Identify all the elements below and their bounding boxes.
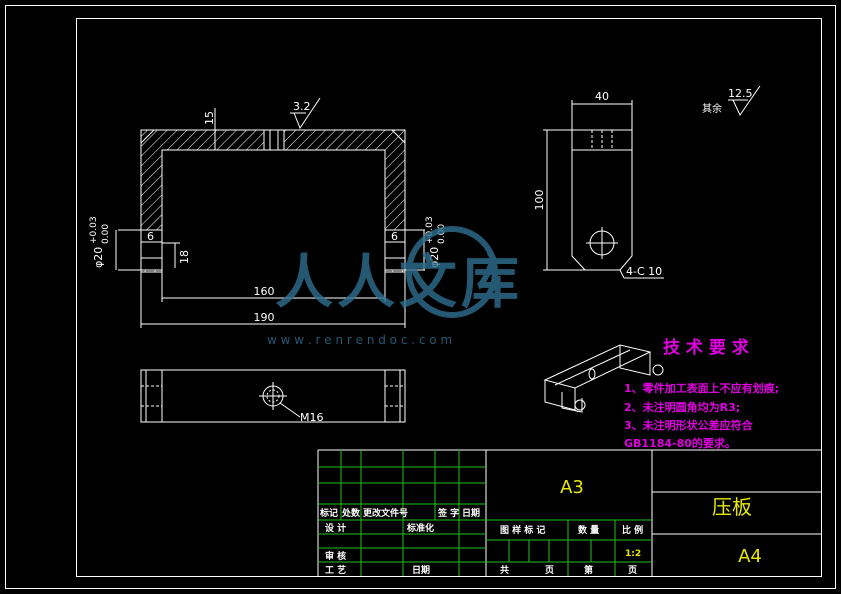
tech-req-item-3: 3、未注明形状公差应符合 [624,418,754,432]
dim-thread: M16 [300,411,324,424]
tb-label-change-doc: 更改文件号 [363,507,408,519]
tb-label-page: 页 [545,565,554,576]
tb-label-standardize: 标准化 [406,522,434,534]
outer-border [5,5,836,589]
tb-label-process: 工 艺 [325,564,346,576]
dim-tol-lower-right: 0.00 [437,224,447,244]
tb-material: A3 [560,477,584,498]
front-view: 15 3.2 160 190 φ20 +0.03 0.00 6 18 φ20 +… [89,97,447,328]
dim-tol-lower-left: 0.00 [101,224,111,244]
tb-label-date2: 日期 [412,564,430,576]
top-view: M16 [140,369,406,424]
title-block: A3 压板 A4 1:2 标记 处数 更改文件号 签 字 日期 设 计 标准化 … [317,449,821,576]
watermark-main: 人人文库 [275,248,523,316]
dim-hole-left: φ20 [92,247,105,268]
dim-outer-width: 190 [254,311,275,324]
tb-label-sheet-no: 第 [584,564,593,576]
tb-label-stage-mark: 图 样 标 记 [500,524,545,536]
tb-label-date: 日期 [462,507,480,519]
tb-label-total: 共 [500,564,509,576]
side-view: 40 100 4-C 10 [533,90,664,279]
dim-side-height: 100 [533,190,546,211]
front-view-hatched-section [140,129,406,273]
dim-hole-depth: 18 [178,250,191,264]
tb-label-mark: 标记 [319,507,338,519]
tech-req-item-2: 2、未注明圆角均为R3; [624,400,740,414]
dim-tol-upper-right: +0.03 [425,216,435,244]
tech-requirements: 技 术 要 求 1、零件加工表面上不应有划痕; 2、未注明圆角均为R3; 3、未… [624,337,779,450]
inner-border [76,18,822,577]
tech-req-title: 技 术 要 求 [663,337,749,358]
roughness-other-label: 其余 [702,102,722,115]
dim-side-width: 40 [595,90,609,103]
dim-small-6-left: 6 [147,230,154,243]
isometric-sketch [543,344,664,413]
tb-label-review: 审 核 [325,550,346,562]
roughness-other: 12.5 其余 [702,85,761,117]
tb-part-name: 压板 [712,495,752,519]
tb-label-quantity: 数 量 [578,524,599,536]
dim-top-thickness: 15 [203,111,216,125]
tech-req-item-4: GB1184-80的要求。 [624,436,736,450]
dim-tol-upper-left: +0.03 [89,216,99,244]
tb-label-design: 设 计 [325,522,346,534]
watermark-url: w w w . r e n r e n d o c . c o m [267,333,452,347]
tb-scale: 1:2 [625,549,641,559]
tb-sheet-size: A4 [738,546,762,567]
watermark: 人人文库 w w w . r e n r e n d o c . c o m [267,226,523,347]
tb-label-ratio: 比 例 [622,524,643,536]
tb-label-page2: 页 [628,565,637,576]
tb-label-count: 处数 [341,507,361,519]
roughness-top-label: 3.2 [293,100,311,113]
dim-hole-right: φ20 [428,247,441,268]
dim-inner-width: 160 [254,285,275,298]
tb-label-sign: 签 字 [437,507,459,519]
dim-small-6-right: 6 [391,230,398,243]
dim-chamfer: 4-C 10 [626,265,662,278]
tech-req-item-1: 1、零件加工表面上不应有划痕; [624,381,779,395]
roughness-other-value: 12.5 [728,87,753,100]
